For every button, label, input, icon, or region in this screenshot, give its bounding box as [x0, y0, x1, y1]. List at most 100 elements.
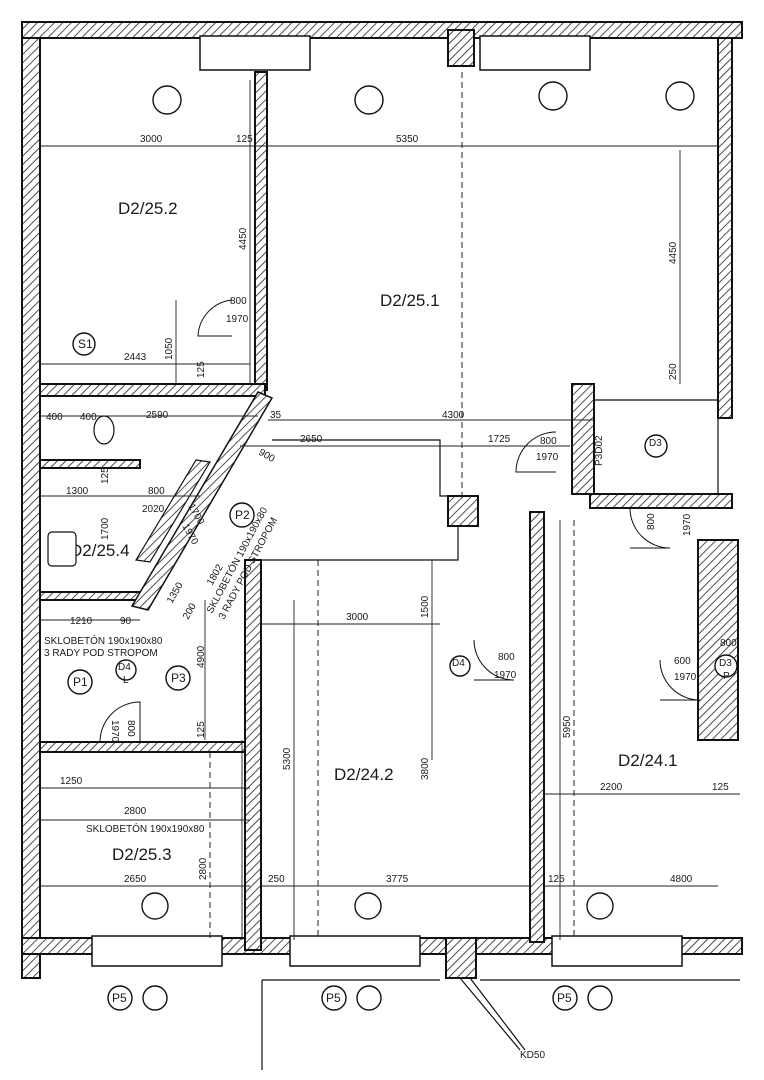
dim-label: 125: [712, 782, 729, 793]
door-width-label: 800: [646, 513, 657, 530]
dim-label: 3000: [346, 612, 369, 623]
door-height-label: 1970: [109, 720, 120, 743]
marker-label: D3: [649, 438, 662, 449]
glass-note-1: SKLOBETÓN 190x190x80: [44, 634, 163, 647]
door-width-label: 800: [720, 638, 737, 649]
dim-label: 250: [268, 874, 285, 885]
door-height-label: 1970: [226, 314, 249, 325]
glass-note-1b: 3 RADY POD STROPOM: [44, 648, 158, 659]
marker-label: S1: [78, 337, 93, 351]
marker-label: P5: [326, 991, 341, 1005]
marker-label: L: [123, 675, 129, 686]
window-bottom-1: [91, 935, 223, 967]
marker-circle: [115, 659, 137, 681]
marker-circle: [165, 665, 191, 691]
dim-label: 4450: [668, 241, 679, 264]
dim-label: 4450: [238, 227, 249, 250]
marker-label: P5: [112, 991, 127, 1005]
dim-label: 125: [196, 361, 207, 378]
wall-wc-bottom: [39, 459, 141, 469]
right-wall: [717, 37, 733, 419]
marker-circle: [552, 985, 578, 1011]
dim-label: 3800: [420, 757, 431, 780]
dim-label: 400: [46, 412, 63, 423]
marker-label: P5: [557, 991, 572, 1005]
door-width-label: 800: [498, 652, 515, 663]
light-fixtures: [141, 81, 695, 1011]
dim-label: 1725: [488, 434, 511, 445]
marker-label: D4: [118, 662, 131, 673]
room-label-d2-25-4: D2/25.4: [70, 541, 130, 560]
window-top-2: [479, 35, 591, 71]
dim-label: 200: [181, 601, 199, 621]
sink-icon: [47, 531, 77, 567]
room-label-d2-24-1: D2/24.1: [618, 751, 678, 770]
marker-label: D3: [719, 658, 732, 669]
door-width-label: 800: [125, 720, 136, 737]
marker-label: P1: [73, 675, 88, 689]
dimension-lines: [40, 80, 740, 940]
door-swings: [99, 299, 701, 743]
dim-label: 5300: [282, 747, 293, 770]
interior-walls: [39, 71, 739, 951]
wall-252-bottom: [39, 383, 266, 397]
door-width-label: 600: [674, 656, 691, 667]
bottom-pillar: [445, 937, 477, 979]
outer-walls: [21, 21, 743, 979]
room-label-d2-25-2: D2/25.2: [118, 199, 178, 218]
wall-252-251: [254, 71, 268, 391]
kd-leader-line: [469, 977, 526, 1051]
marker-circle: [449, 655, 471, 677]
corridor-outline-bottom: [262, 526, 459, 561]
light-fixture: [665, 81, 695, 111]
kd-leader-line: [459, 977, 521, 1051]
dim-label: 2650: [124, 874, 147, 885]
door-height-label: 1970: [682, 513, 693, 536]
dim-label: 2650: [300, 434, 323, 445]
door-width-label: 800: [540, 436, 557, 447]
dim-label: 250: [668, 363, 679, 380]
dim-label: 5950: [562, 715, 573, 738]
marker-label: P2: [235, 508, 250, 522]
dim-label: 125: [100, 467, 111, 484]
dim-label: 4300: [442, 410, 465, 421]
dim-label: 90: [120, 616, 132, 627]
wall-253-top: [39, 741, 251, 753]
marker-circle: [67, 669, 93, 695]
dim-label: 900: [257, 447, 277, 465]
light-fixture: [141, 892, 169, 920]
dim-label: 1050: [164, 337, 175, 360]
window-bottom-2: [289, 935, 421, 967]
dim-label: 125: [236, 134, 253, 145]
marker-circle: [229, 502, 255, 528]
wall-right-bottom: [697, 539, 739, 741]
dim-label: 35: [270, 410, 282, 421]
marker-label: D4: [452, 658, 465, 669]
light-fixture: [142, 985, 168, 1011]
dim-label: 4800: [670, 874, 693, 885]
room-label-d2-25-1: D2/25.1: [380, 291, 440, 310]
pillar-center: [447, 495, 479, 527]
wall-shaft-bottom: [589, 493, 733, 509]
marker-circle: [72, 332, 96, 356]
marker-label: P: [723, 671, 730, 682]
door-width-label: 800: [230, 296, 247, 307]
marker-circle: [107, 985, 133, 1011]
door-height-label: 1970: [674, 672, 697, 683]
diagonal-glass-wall-2: [135, 459, 211, 563]
dim-label: 1250: [60, 776, 83, 787]
wall-253-242: [244, 559, 262, 951]
dim-label: 1500: [420, 595, 431, 618]
dim-label: 2590: [146, 410, 169, 421]
dim-label: 1210: [70, 616, 93, 627]
corridor-outline-top: [272, 439, 448, 497]
dim-label: 2800: [198, 857, 209, 880]
dim-label: 2443: [124, 352, 147, 363]
markers: [67, 332, 738, 1011]
window-top-1: [199, 35, 311, 71]
top-wall: [21, 21, 743, 39]
marker-circle: [644, 434, 668, 458]
top-pillar: [447, 29, 475, 67]
shaft-room-outline: [594, 399, 719, 494]
